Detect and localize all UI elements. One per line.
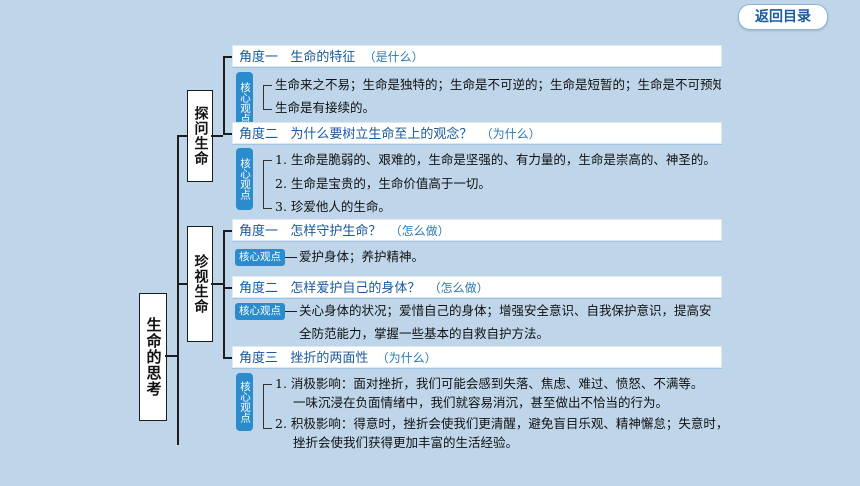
angle-header: 角度二 为什么要树立生命至上的观念？ （为什么） [232, 122, 722, 144]
bracket [263, 85, 272, 110]
connector [223, 133, 232, 135]
point-text: 2. 生命是宝贵的，生命价值高于一切。 [275, 176, 491, 191]
angle-label: 角度二 [239, 281, 279, 296]
connector [165, 355, 177, 357]
point-text: 1. 生命是脆弱的、艰难的，生命是坚强的、有力量的，生命是崇高的、神圣的。 [275, 152, 716, 167]
connector [223, 230, 232, 232]
angle-topic: 生命的特征 [290, 50, 356, 65]
connector [285, 311, 297, 313]
connector [211, 135, 223, 137]
angle-hint: （是什么） [363, 50, 424, 64]
angle-topic: 挫折的两面性 [290, 351, 369, 366]
bracket [263, 160, 272, 209]
section-cherish-life: 珍视生命 [187, 226, 213, 342]
connector [285, 257, 297, 259]
bracket [263, 384, 272, 429]
angle-header: 角度一 生命的特征 （是什么） [232, 45, 722, 67]
connector [223, 287, 232, 289]
angle-hint: （为什么） [480, 127, 541, 141]
connector [177, 283, 187, 285]
core-view-badge: 核心观点 [236, 373, 253, 431]
angle-topic: 为什么要树立生命至上的观念？ [290, 127, 473, 142]
core-view-badge: 核心观点 [236, 148, 253, 210]
point-text: 1. 消极影响：面对挫折，我们可能会感到失落、焦虑、难过、愤怒、不满等。 [275, 376, 704, 391]
angle-topic: 怎样爱护自己的身体？ [290, 281, 421, 296]
connector [223, 357, 232, 359]
point-text: 一味沉浸在负面情绪中，我们就容易消沉，甚至做出不恰当的行为。 [293, 395, 669, 410]
core-view-badge: 核心观点 [235, 249, 285, 266]
connector [223, 56, 225, 134]
angle-header: 角度二 怎样爱护自己的身体？ （怎么做） [232, 276, 722, 298]
section-explore-life: 探问生命 [187, 90, 213, 182]
angle-label: 角度一 [239, 50, 279, 65]
point-text: 生命来之不易；生命是独特的；生命是不可逆的；生命是短暂的；生命是不可预知的 [275, 77, 721, 92]
core-view-badge: 核心观点 [235, 303, 285, 320]
connector [223, 56, 232, 58]
connector [177, 135, 179, 445]
point-text: 关心身体的状况；爱惜自己的身体；增强安全意识、自我保护意识，提高安 [299, 303, 712, 318]
angle-header: 角度一 怎样守护生命？ （怎么做） [232, 219, 722, 241]
point-text: 3. 珍爱他人的生命。 [275, 199, 391, 214]
core-view-badge: 核心观点 [236, 72, 253, 134]
point-text: 2. 积极影响：得意时，挫折会使我们更清醒，避免盲目乐观、精神懈怠；失意时， [275, 416, 721, 431]
angle-label: 角度三 [239, 351, 279, 366]
root-node: 生命的思考 [139, 293, 167, 421]
angle-label: 角度一 [239, 224, 279, 239]
angle-topic: 怎样守护生命？ [290, 224, 382, 239]
point-text: 全防范能力，掌握一些基本的自救自护方法。 [299, 326, 550, 341]
connector [223, 230, 225, 358]
angle-hint: （怎么做） [428, 281, 489, 295]
connector [211, 283, 223, 285]
angle-hint: （为什么） [376, 351, 437, 365]
angle-header: 角度三 挫折的两面性 （为什么） [232, 346, 722, 368]
point-text: 挫折会使我们获得更加丰富的生活经验。 [293, 435, 519, 450]
angle-hint: （怎么做） [389, 224, 450, 238]
angle-label: 角度二 [239, 127, 279, 142]
point-text: 爱护身体；养护精神。 [299, 249, 425, 264]
point-text: 生命是有接续的。 [275, 100, 376, 115]
back-to-contents-button[interactable]: 返回目录 [738, 4, 828, 30]
connector [177, 135, 187, 137]
